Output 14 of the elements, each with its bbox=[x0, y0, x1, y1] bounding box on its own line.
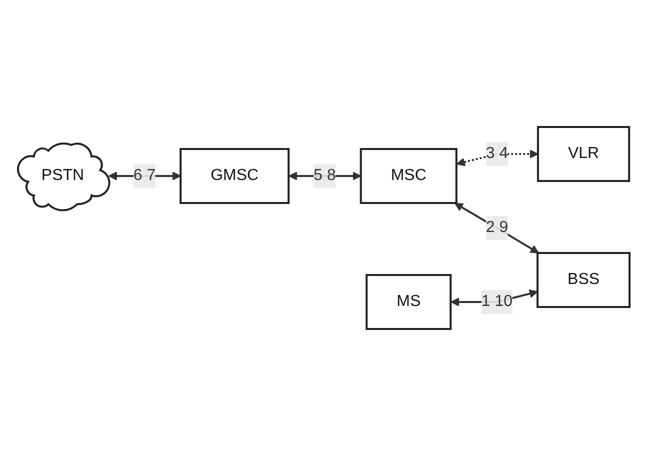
arrow bbox=[288, 172, 362, 180]
edge-label: 1 10 bbox=[482, 292, 513, 310]
edge-label: 3 4 bbox=[486, 145, 508, 162]
node-box: MSC bbox=[360, 148, 458, 204]
edge-label: 5 8 bbox=[314, 166, 336, 184]
edge-label: 6 7 bbox=[134, 166, 156, 184]
arrow bbox=[108, 172, 182, 180]
arrow bbox=[456, 150, 539, 166]
node-box: MS bbox=[366, 274, 452, 330]
edge-label: 2 9 bbox=[486, 218, 508, 236]
node-box: GMSC bbox=[180, 148, 290, 204]
node-box: BSS bbox=[536, 252, 631, 308]
node-box: VLR bbox=[537, 126, 630, 182]
arrow bbox=[454, 202, 540, 254]
